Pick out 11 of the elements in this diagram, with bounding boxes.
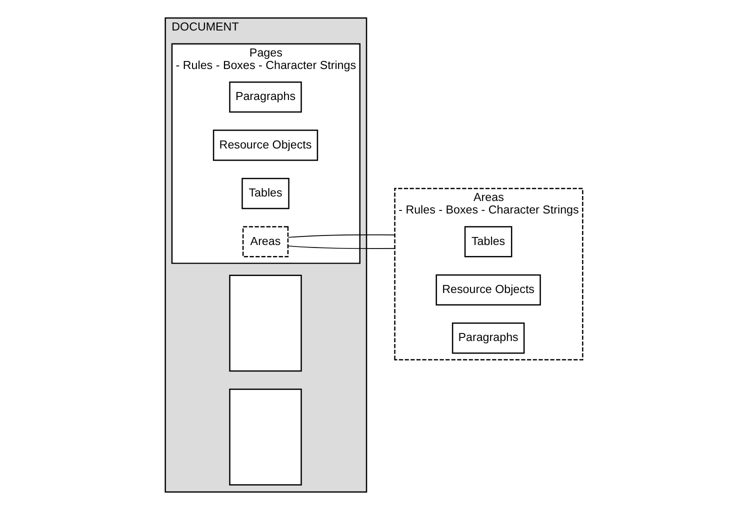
node-box: Resource Objects: [436, 274, 541, 306]
node-box: [229, 388, 302, 486]
node-box: Tables: [242, 178, 290, 210]
connector: [288, 246, 396, 249]
node-box: Resource Objects: [212, 130, 318, 161]
node-box: Areas: [242, 226, 289, 258]
node-box: Paragraphs: [452, 322, 525, 354]
node-box: Paragraphs: [229, 81, 302, 113]
connector: [288, 234, 396, 238]
node-box: Tables: [464, 226, 512, 258]
node-box: [229, 274, 302, 372]
